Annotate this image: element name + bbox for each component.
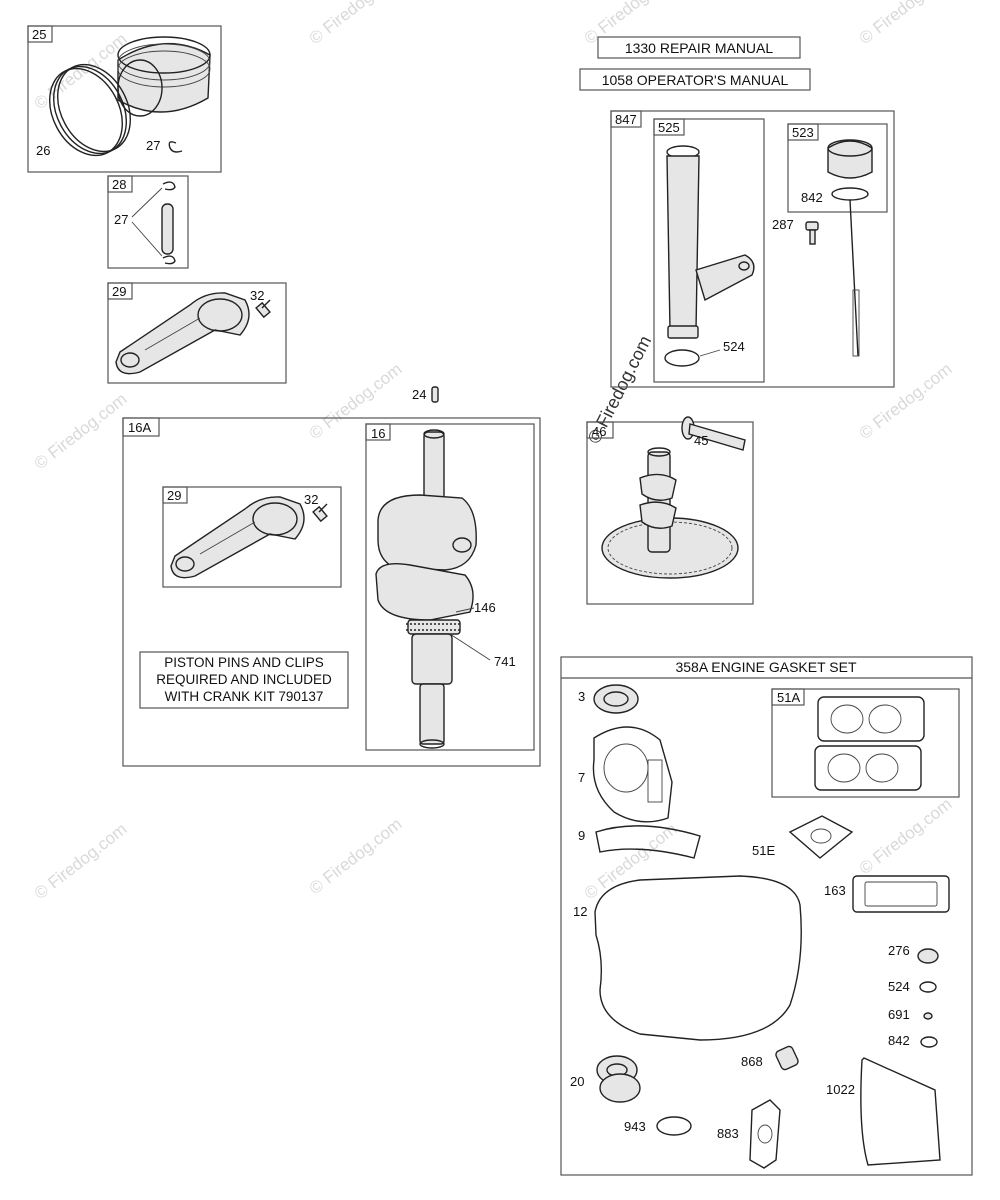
piston-box-label: 25: [32, 27, 46, 42]
part-1022-label: 1022: [826, 1082, 855, 1097]
pin-group: 28 27: [107, 175, 189, 269]
part-524-label: 524: [888, 979, 910, 994]
part-163-label: 163: [824, 883, 846, 898]
watermarks: © Firedog.com © Firedog.com © Firedog.co…: [31, 0, 956, 903]
part-20-label: 20: [570, 1074, 584, 1089]
rod-bolt-icon: [312, 503, 328, 523]
o-ring-icon: [919, 981, 937, 993]
wrist-pin-icon: [161, 203, 174, 255]
exhaust-gasket-icon: [788, 815, 854, 859]
part-741-label: 741: [494, 654, 516, 669]
dipstick-box-label: 523: [792, 125, 814, 140]
pin-clips-label: 27: [114, 212, 128, 227]
cam-box-label: 46: [592, 424, 606, 439]
plug-icon: [775, 1045, 799, 1071]
crank-box-label: 16: [371, 426, 385, 441]
tube-seal-label: 524: [723, 339, 745, 354]
part-12-label: 12: [573, 904, 587, 919]
clip-icon: [162, 181, 176, 191]
gasket-set: 358A ENGINE GASKET SET 51A 3 7 9: [560, 656, 973, 1176]
dipstick-icon: [827, 139, 873, 357]
dipstick-tube-icon: [666, 145, 755, 339]
watermark: © Firedog.com: [856, 0, 956, 48]
clip-label: 27: [146, 138, 160, 153]
breather-gasket-icon: [852, 875, 950, 913]
watermark: © Firedog.com: [31, 389, 131, 473]
cam-group: 46 45: [586, 416, 754, 605]
crank-kit-label: 16A: [128, 420, 151, 435]
operator-manual-label: 1058 OPERATOR'S MANUAL: [602, 72, 789, 88]
oil-seal-icon: [596, 1055, 641, 1103]
watermark: © Firedog.com: [856, 794, 956, 878]
seal-icon: [593, 684, 639, 714]
key-label: 24: [412, 387, 426, 402]
watermark: © Firedog.com: [306, 0, 406, 48]
screw-icon: [805, 221, 819, 245]
piston-rings-icon: [49, 63, 131, 157]
part-146-label: 146: [474, 600, 496, 615]
rod-group: 29 32: [107, 282, 287, 384]
clip-icon: [168, 141, 183, 153]
part-842-label: 842: [888, 1033, 910, 1048]
part-943-label: 943: [624, 1119, 646, 1134]
repair-manual-box: 1330 REPAIR MANUAL: [597, 36, 801, 59]
o-ring-icon: [920, 1036, 938, 1048]
part-7-label: 7: [578, 770, 585, 785]
crank-kit-note-line-1: PISTON PINS AND CLIPS: [164, 655, 324, 670]
tube-box-label: 525: [658, 120, 680, 135]
watermark: © Firedog.com: [31, 819, 131, 903]
piston-group: 25 26 27: [27, 25, 222, 173]
part-868-label: 868: [741, 1054, 763, 1069]
tube-seal-icon: [664, 349, 700, 367]
dipstick-kit-label: 847: [615, 112, 637, 127]
crank-kit-rod-bolt-label: 32: [304, 492, 318, 507]
key: 24: [412, 386, 439, 403]
crankcase-gasket-icon: [594, 875, 802, 1041]
camshaft-gear-icon: [601, 447, 739, 579]
piston-icon: [117, 36, 211, 117]
lifter-icon: [681, 416, 746, 451]
rod-bolt-icon: [255, 299, 271, 319]
part-51e-label: 51E: [752, 843, 775, 858]
dipstick-oring-label: 842: [801, 190, 823, 205]
rod-box-label: 29: [112, 284, 126, 299]
rings-label: 26: [36, 143, 50, 158]
watermark: © Firedog.com: [306, 814, 406, 898]
o-ring-icon: [656, 1116, 692, 1136]
head-gasket-icon: [814, 696, 925, 791]
gasket-set-title: 358A ENGINE GASKET SET: [675, 659, 856, 675]
crankshaft-icon: [375, 429, 477, 749]
part-276-label: 276: [888, 943, 910, 958]
part-9-label: 9: [578, 828, 585, 843]
crank-kit: 16A 29 32 16: [122, 417, 541, 767]
operator-manual-box: 1058 OPERATOR'S MANUAL: [579, 68, 811, 91]
rod-bolt-label: 32: [250, 288, 264, 303]
crank-kit-rod-label: 29: [167, 488, 181, 503]
head-gasket-box-label: 51A: [777, 690, 800, 705]
crank-kit-note-line-3: WITH CRANK KIT 790137: [165, 689, 324, 704]
part-691-label: 691: [888, 1007, 910, 1022]
seal-icon: [917, 948, 939, 964]
connecting-rod-icon: [170, 496, 305, 579]
valve-cover-gasket-icon: [860, 1057, 941, 1166]
repair-manual-label: 1330 REPAIR MANUAL: [625, 40, 774, 56]
screw-label: 287: [772, 217, 794, 232]
key-icon: [431, 386, 439, 403]
lifter-label: 45: [694, 433, 708, 448]
intake-gasket-icon: [595, 825, 701, 859]
crank-kit-note-line-2: REQUIRED AND INCLUDED: [156, 672, 332, 687]
o-ring-icon: [923, 1012, 933, 1020]
connecting-rod-icon: [115, 292, 250, 375]
pin-box-label: 28: [112, 177, 126, 192]
clip-icon: [162, 255, 176, 265]
part-883-label: 883: [717, 1126, 739, 1141]
flange-gasket-icon: [749, 1099, 781, 1169]
watermark: © Firedog.com: [856, 359, 956, 443]
dipstick-kit: 847 525 524 523 842 287: [610, 110, 895, 388]
part-3-label: 3: [578, 689, 585, 704]
cylinder-head-gasket-icon: [592, 726, 673, 823]
